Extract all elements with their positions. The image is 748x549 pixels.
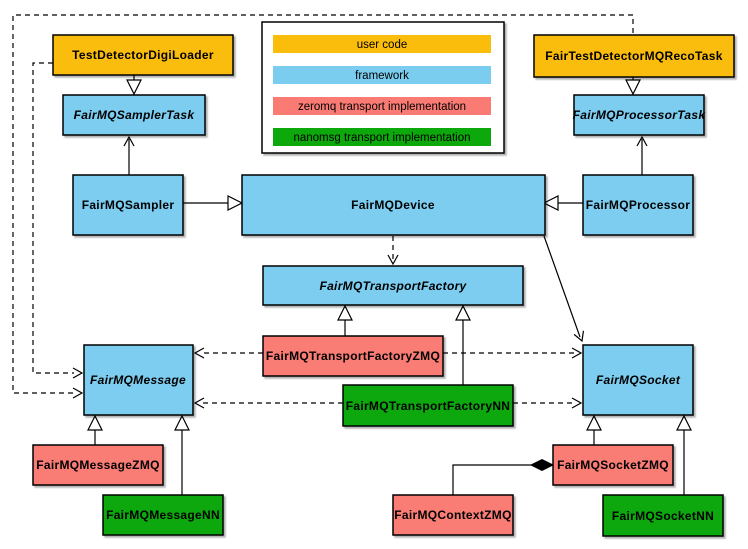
node-fairmq-message-nn: FairMQMessageNN <box>102 494 224 536</box>
legend-item-user-code: user code <box>273 35 491 53</box>
node-box <box>552 444 674 486</box>
node-fairmq-socket-zmq: FairMQSocketZMQ <box>552 444 674 486</box>
node-box <box>262 335 444 377</box>
node-label: FairTestDetectorMQRecoTask <box>545 49 722 63</box>
node-label: FairMQSocketNN <box>612 509 714 523</box>
legend-label: user code <box>357 39 408 51</box>
node-fairmq-processor: FairMQProcessor <box>582 174 694 236</box>
node-box <box>32 444 164 486</box>
edge-dependency-recotask-message <box>12 14 634 394</box>
node-fairmq-context-zmq: FairMQContextZMQ <box>392 494 514 536</box>
inheritance-triangle-icon <box>174 414 190 431</box>
arrowhead-open-icon <box>72 387 84 399</box>
node-fairmq-message-zmq: FairMQMessageZMQ <box>32 444 164 486</box>
inheritance-triangle-icon <box>586 414 602 431</box>
node-label: FairMQSampler <box>82 198 175 212</box>
node-test-detector-digi-loader: TestDetectorDigiLoader <box>52 34 234 76</box>
node-box <box>83 344 194 416</box>
node-fairmq-processor-task: FairMQProcessorTask <box>573 94 707 136</box>
legend-label: nanomsg transport implementation <box>293 132 470 144</box>
node-fairmq-socket-nn: FairMQSocketNN <box>602 494 724 537</box>
node-box <box>602 494 724 537</box>
arrowhead-open-icon <box>193 397 205 409</box>
node-label: FairMQProcessor <box>586 198 691 212</box>
node-label: FairMQTransportFactory <box>319 279 467 293</box>
node-box <box>342 384 514 427</box>
edge-association-device-socket <box>543 235 581 338</box>
inheritance-triangle-icon <box>455 304 471 321</box>
node-fairmq-sampler-task: FairMQSamplerTask <box>62 94 206 136</box>
node-label: FairMQContextZMQ <box>394 508 511 522</box>
node-label: TestDetectorDigiLoader <box>72 48 214 62</box>
arrowhead-open-icon <box>571 397 583 409</box>
node-label: FairMQTransportFactoryNN <box>346 399 511 413</box>
composition-diamond-icon <box>529 458 555 472</box>
inheritance-triangle-icon <box>542 195 559 211</box>
legend: user code framework zeromq transport imp… <box>261 21 505 154</box>
legend-item-framework: framework <box>273 66 491 84</box>
legend-item-nanomsg: nanomsg transport implementation <box>273 128 491 146</box>
legend-swatch <box>273 66 491 84</box>
legend-item-zeromq: zeromq transport implementation <box>273 97 491 115</box>
node-fairmq-device: FairMQDevice <box>241 174 546 236</box>
node-fairmq-transport-factory: FairMQTransportFactory <box>262 265 524 306</box>
node-box <box>392 494 514 536</box>
nodes: TestDetectorDigiLoader FairTestDetectorM… <box>32 34 735 537</box>
legend-label: framework <box>355 70 409 82</box>
inheritance-triangle-icon <box>227 195 244 211</box>
node-box <box>533 34 735 78</box>
node-label: FairMQTransportFactoryZMQ <box>266 349 440 363</box>
node-fairmq-message: FairMQMessage <box>83 344 194 416</box>
arrowhead-open-icon <box>123 135 135 147</box>
node-label: FairMQProcessorTask <box>573 108 707 122</box>
arrowhead-open-icon <box>193 347 205 359</box>
node-fair-test-detector-mq-reco-task: FairTestDetectorMQRecoTask <box>533 34 735 78</box>
node-fairmq-sampler: FairMQSampler <box>72 174 184 236</box>
inheritance-triangle-icon <box>337 304 353 321</box>
node-label: FairMQMessage <box>90 373 186 387</box>
legend-swatch <box>273 97 491 115</box>
arrowhead-open-icon <box>571 347 583 359</box>
arrowhead-open-icon <box>72 367 84 379</box>
node-label: FairMQSocketZMQ <box>557 458 669 472</box>
node-label: FairMQMessageZMQ <box>36 458 160 472</box>
inheritance-triangle-icon <box>126 79 142 96</box>
node-box <box>241 174 546 236</box>
node-box <box>262 265 524 306</box>
legend-label: zeromq transport implementation <box>298 101 466 113</box>
node-box <box>573 94 705 136</box>
node-box <box>52 34 234 76</box>
node-fairmq-socket: FairMQSocket <box>582 344 694 416</box>
edges <box>12 14 692 495</box>
node-fairmq-transport-factory-zmq: FairMQTransportFactoryZMQ <box>262 335 444 377</box>
arrowhead-open-icon <box>387 254 399 266</box>
node-box <box>582 344 694 416</box>
node-box <box>72 174 184 236</box>
inheritance-triangle-icon <box>676 414 692 431</box>
node-box <box>582 174 694 236</box>
node-fairmq-transport-factory-nn: FairMQTransportFactoryNN <box>342 384 514 427</box>
edge-dependency-digiloader-message <box>32 62 74 374</box>
arrowhead-open-icon <box>636 135 648 147</box>
node-label: FairMQMessageNN <box>106 508 220 522</box>
edge-composition-socketzmq-contextzmq <box>452 464 531 495</box>
node-label: FairMQSamplerTask <box>74 108 196 122</box>
node-label: FairMQSocket <box>596 373 681 387</box>
node-label: FairMQDevice <box>351 198 435 212</box>
inheritance-triangle-icon <box>87 414 103 431</box>
arrowhead-open-icon <box>573 330 585 343</box>
node-box <box>62 94 206 136</box>
node-box <box>102 494 224 536</box>
legend-swatch <box>273 35 491 53</box>
inheritance-triangle-icon <box>625 79 641 96</box>
legend-swatch <box>273 128 491 146</box>
